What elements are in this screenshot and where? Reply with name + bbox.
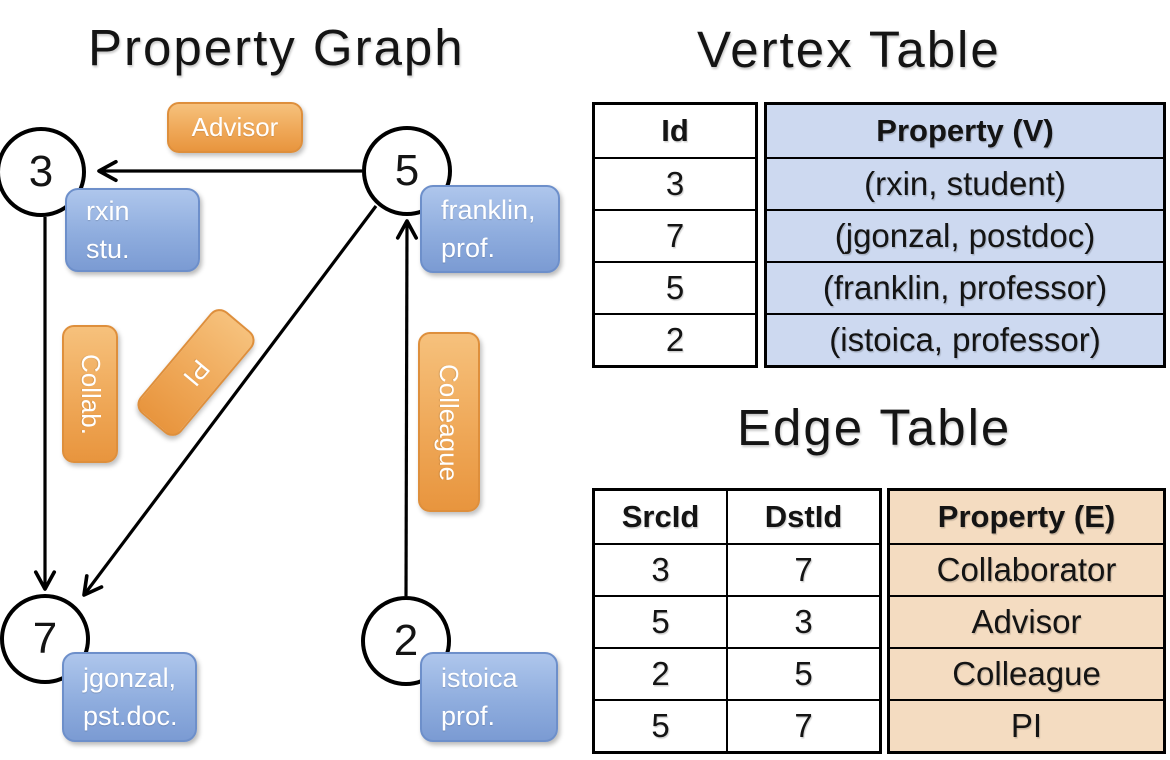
edge-table-id-columns: SrcId DstId 3 7 5 3 2 5 5 7 [592, 488, 882, 754]
table-cell: 7 [595, 209, 755, 261]
edge-label-colleague: Colleague [418, 332, 480, 512]
vertex-table-property-column: Property (V) (rxin, student) (jgonzal, p… [764, 102, 1166, 368]
graph-edges-layer [33, 159, 418, 597]
table-cell: (jgonzal, postdoc) [767, 209, 1163, 261]
vertex-node-3-id: 3 [28, 147, 54, 196]
vertex-property-label-jgonzal: jgonzal, pst.doc. [62, 652, 197, 742]
table-cell: 5 [595, 595, 726, 647]
table-cell: (franklin, professor) [767, 261, 1163, 313]
edge-table: SrcId DstId 3 7 5 3 2 5 5 7 Property (E)… [592, 488, 1166, 754]
table-cell: (istoica, professor) [767, 313, 1163, 365]
edge-label-colleague-text: Colleague [434, 363, 465, 481]
table-cell: 2 [595, 647, 726, 699]
vertex-property-label-istoica: istoica prof. [420, 652, 558, 742]
edge-label-collab: Collab. [62, 325, 118, 463]
table-cell: 7 [726, 699, 879, 751]
edge-label-advisor-text: Advisor [191, 112, 279, 142]
table-cell: 5 [595, 261, 755, 313]
edge-table-header-dstid: DstId [726, 491, 879, 543]
edge-label-pi-text: PI [176, 353, 216, 392]
vertex-node-5-id: 5 [394, 146, 420, 195]
table-cell: Advisor [890, 595, 1163, 647]
table-cell: PI [890, 699, 1163, 751]
edge-table-header-srcid: SrcId [621, 499, 700, 534]
edge-label-collab-text: Collab. [75, 353, 106, 435]
table-cell: (rxin, student) [767, 157, 1163, 209]
edge-arrow-5-to-7 [82, 205, 378, 597]
table-cell: Collaborator [890, 543, 1163, 595]
vertex-node-2-id: 2 [393, 616, 419, 665]
table-cell: Colleague [890, 647, 1163, 699]
vertex-table-title: Vertex Table [697, 21, 1001, 78]
table-cell: 7 [726, 543, 879, 595]
vertex-table: Id 3 7 5 2 Property (V) (rxin, student) … [592, 102, 1166, 368]
vertex-property-label-franklin: franklin, prof. [420, 185, 560, 273]
table-cell: 5 [726, 647, 879, 699]
vertex-property-label-rxin: rxin stu. [65, 188, 200, 272]
table-cell: 2 [595, 313, 755, 365]
vertex-table-header-id: Id [661, 113, 689, 148]
table-cell: 3 [726, 595, 879, 647]
table-cell: 3 [595, 157, 755, 209]
vertex-table-id-column: Id 3 7 5 2 [592, 102, 758, 368]
property-graph-title: Property Graph [88, 19, 465, 76]
edge-table-property-column: Property (E) Collaborator Advisor Collea… [887, 488, 1166, 754]
edge-table-title: Edge Table [737, 399, 1012, 456]
vertex-table-header-property: Property (V) [767, 105, 1163, 157]
table-cell: 3 [595, 543, 726, 595]
edge-table-header-property: Property (E) [890, 491, 1163, 543]
table-cell: 5 [595, 699, 726, 751]
edge-label-advisor: Advisor [167, 102, 303, 153]
property-graph-panel: Property Graph 3 5 7 2 rxin stu. frankli… [0, 19, 560, 742]
edge-arrow-2-to-5 [395, 219, 418, 597]
vertex-node-7-id: 7 [32, 614, 58, 663]
tables-panel: Vertex Table Id 3 7 5 2 Property (V) (rx… [585, 0, 1170, 760]
